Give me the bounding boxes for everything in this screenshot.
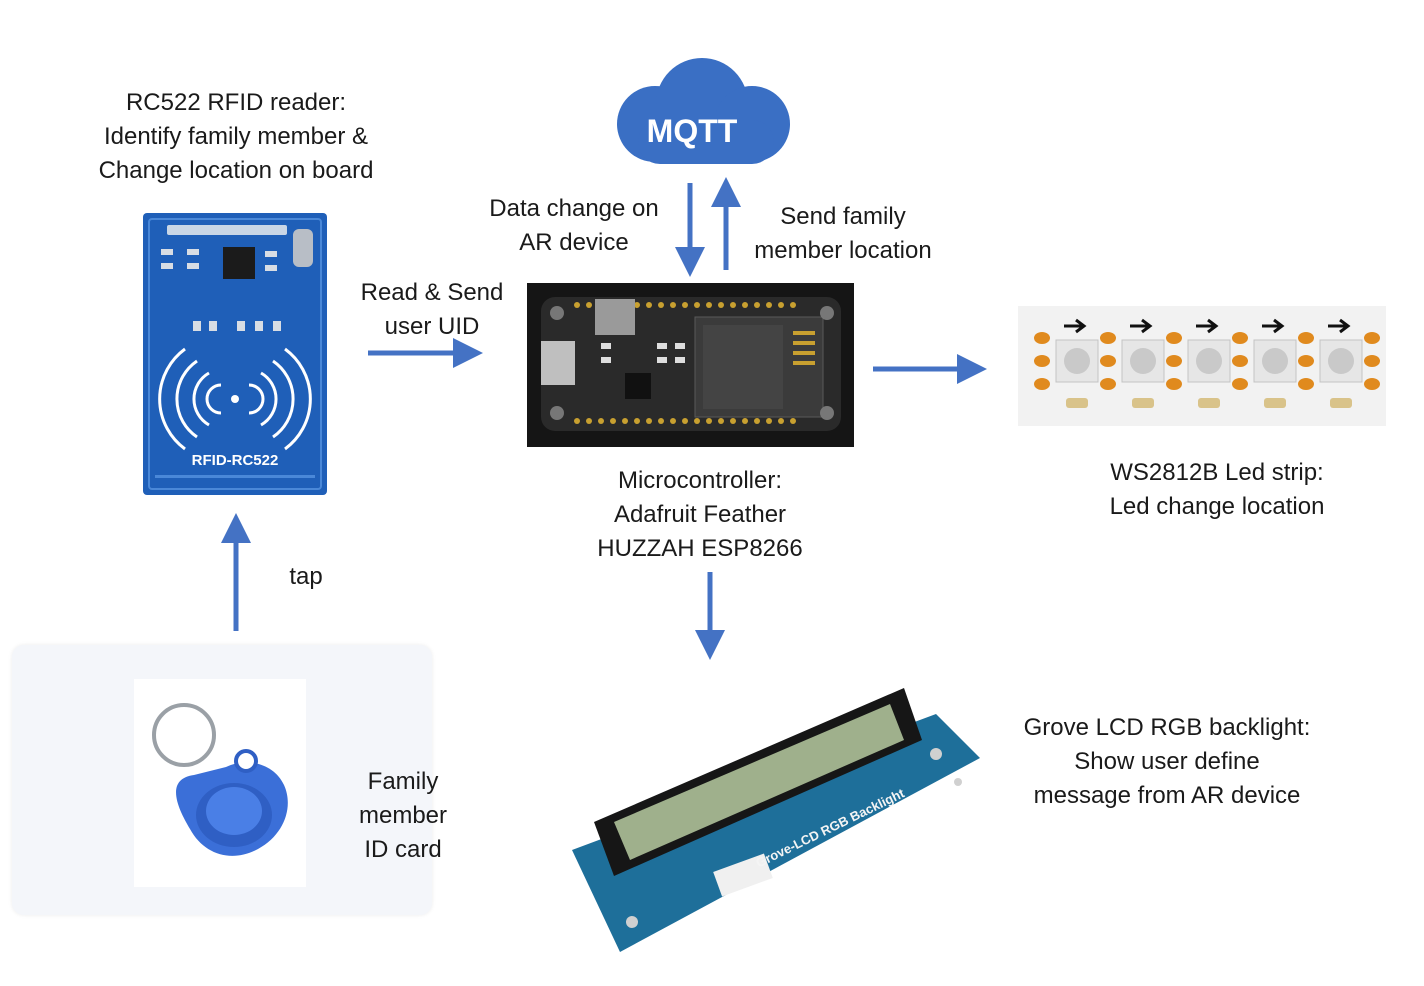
rfid-board-label: RFID-RC522 — [192, 452, 279, 469]
send-location-label: Send family member location — [754, 203, 932, 264]
read-send-label: Read & Send user UID — [360, 279, 504, 340]
tap-label: tap — [289, 563, 323, 590]
data-change-label: Data change on AR device — [489, 195, 659, 256]
mqtt-cloud-icon: MQTT — [617, 58, 790, 164]
rfid-caption: RC522 RFID reader: Identify family membe… — [98, 89, 374, 184]
card-caption: Family member ID card — [358, 768, 448, 863]
led-caption: WS2812B Led strip: Led change location — [1109, 459, 1325, 520]
key-fob-icon — [134, 679, 306, 887]
lcd-caption: Grove LCD RGB backlight: Show user defin… — [1023, 714, 1311, 809]
led-strip-image — [1018, 306, 1386, 426]
mcu-caption: Microcontroller: Adafruit Feather HUZZAH… — [597, 467, 803, 562]
lcd-display-image: Grove-LCD RGB Backlight — [572, 688, 980, 952]
rfid-reader-image: RFID-RC522 — [143, 213, 327, 495]
mqtt-label: MQTT — [647, 113, 738, 149]
microcontroller-image — [527, 283, 854, 447]
